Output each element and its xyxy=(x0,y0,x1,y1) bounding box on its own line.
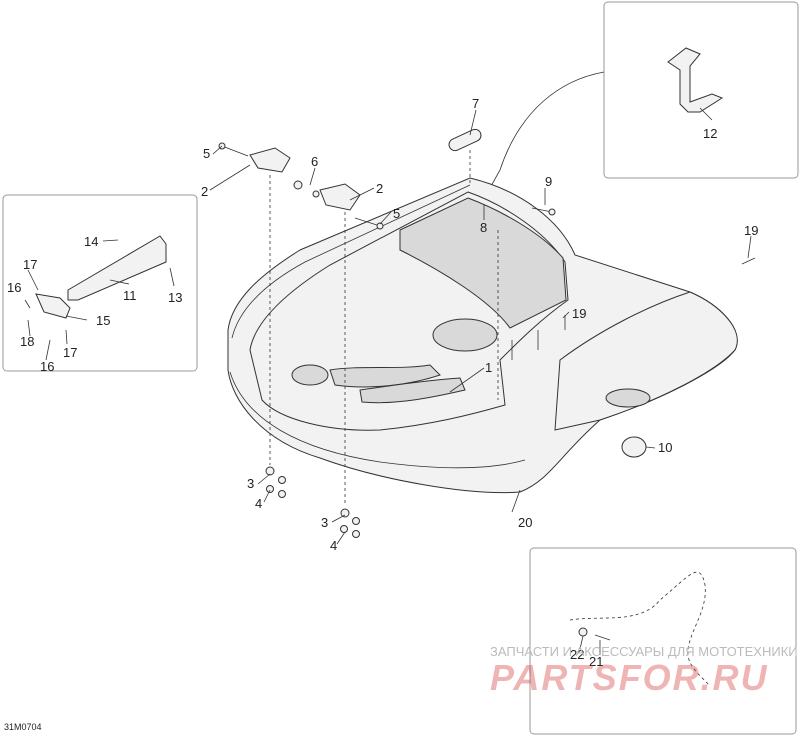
watermark-caption: ЗАПЧАСТИ И АКСЕССУАРЫ ДЛЯ МОТОТЕХНИКИ xyxy=(490,644,798,659)
part-12-bracket xyxy=(667,47,724,113)
callout-5-right: 5 xyxy=(393,206,400,221)
watermark-logo: PARTSFOR.RU xyxy=(490,657,769,698)
callout-19-right: 19 xyxy=(744,223,758,238)
part-21-fitting xyxy=(594,634,611,641)
part-6-washer-b xyxy=(312,190,320,198)
callout-3-right: 3 xyxy=(321,515,328,530)
callout-13: 13 xyxy=(168,290,182,305)
inset-connector-curve xyxy=(489,71,605,189)
part-10-plug xyxy=(621,436,647,458)
callout-15: 15 xyxy=(96,313,110,328)
callout-22: 22 xyxy=(570,647,584,662)
callout-11: 11 xyxy=(123,288,137,303)
inset-frame-cable-21-22 xyxy=(529,547,797,735)
callout-14: 14 xyxy=(84,234,98,249)
callout-2-left: 2 xyxy=(201,184,208,199)
part-21-cable xyxy=(569,571,711,687)
callout-12: 12 xyxy=(703,126,717,141)
part-6-washer-a xyxy=(293,180,303,190)
callout-8: 8 xyxy=(480,220,487,235)
inset-frame-brackets-left xyxy=(2,194,198,372)
part-2-bracket-right xyxy=(319,183,361,211)
callout-9: 9 xyxy=(545,174,552,189)
callout-labels: 1 2 2 3 3 4 4 5 5 6 7 8 9 10 11 12 13 14… xyxy=(7,96,758,669)
callout-3-left: 3 xyxy=(247,476,254,491)
callout-4-right: 4 xyxy=(330,538,337,553)
part-22-clip xyxy=(578,627,588,637)
part-7-plate xyxy=(448,128,482,152)
part-3-4-fasteners-left xyxy=(265,466,286,498)
part-11-bracket xyxy=(67,235,167,301)
callout-17-bottom: 17 xyxy=(63,345,77,360)
callout-2-right: 2 xyxy=(376,181,383,196)
callout-18: 18 xyxy=(20,334,34,349)
figure-code: 31M0704 xyxy=(4,722,42,732)
part-2-bracket-left xyxy=(249,147,291,173)
part-3-4-fasteners-right xyxy=(340,508,360,538)
callout-1: 1 xyxy=(485,360,492,375)
part-19-rivets xyxy=(511,257,756,360)
callout-16-top: 16 xyxy=(7,280,21,295)
part-5-bolt-left xyxy=(221,145,249,157)
callout-17-top: 17 xyxy=(23,257,37,272)
callout-6: 6 xyxy=(311,154,318,169)
callout-19-center: 19 xyxy=(572,306,586,321)
callout-16-bottom: 16 xyxy=(40,359,54,374)
inset-frame-bracket-12 xyxy=(603,1,799,179)
callout-4-left: 4 xyxy=(255,496,262,511)
hull-body xyxy=(227,177,738,494)
callout-20: 20 xyxy=(518,515,532,530)
part-15-bracket xyxy=(35,293,71,319)
callout-7: 7 xyxy=(472,96,479,111)
callout-5-left: 5 xyxy=(203,146,210,161)
part-5-bolt-right xyxy=(354,217,381,227)
callout-21: 21 xyxy=(589,654,603,669)
callout-10: 10 xyxy=(658,440,672,455)
leader-lines xyxy=(24,107,752,655)
